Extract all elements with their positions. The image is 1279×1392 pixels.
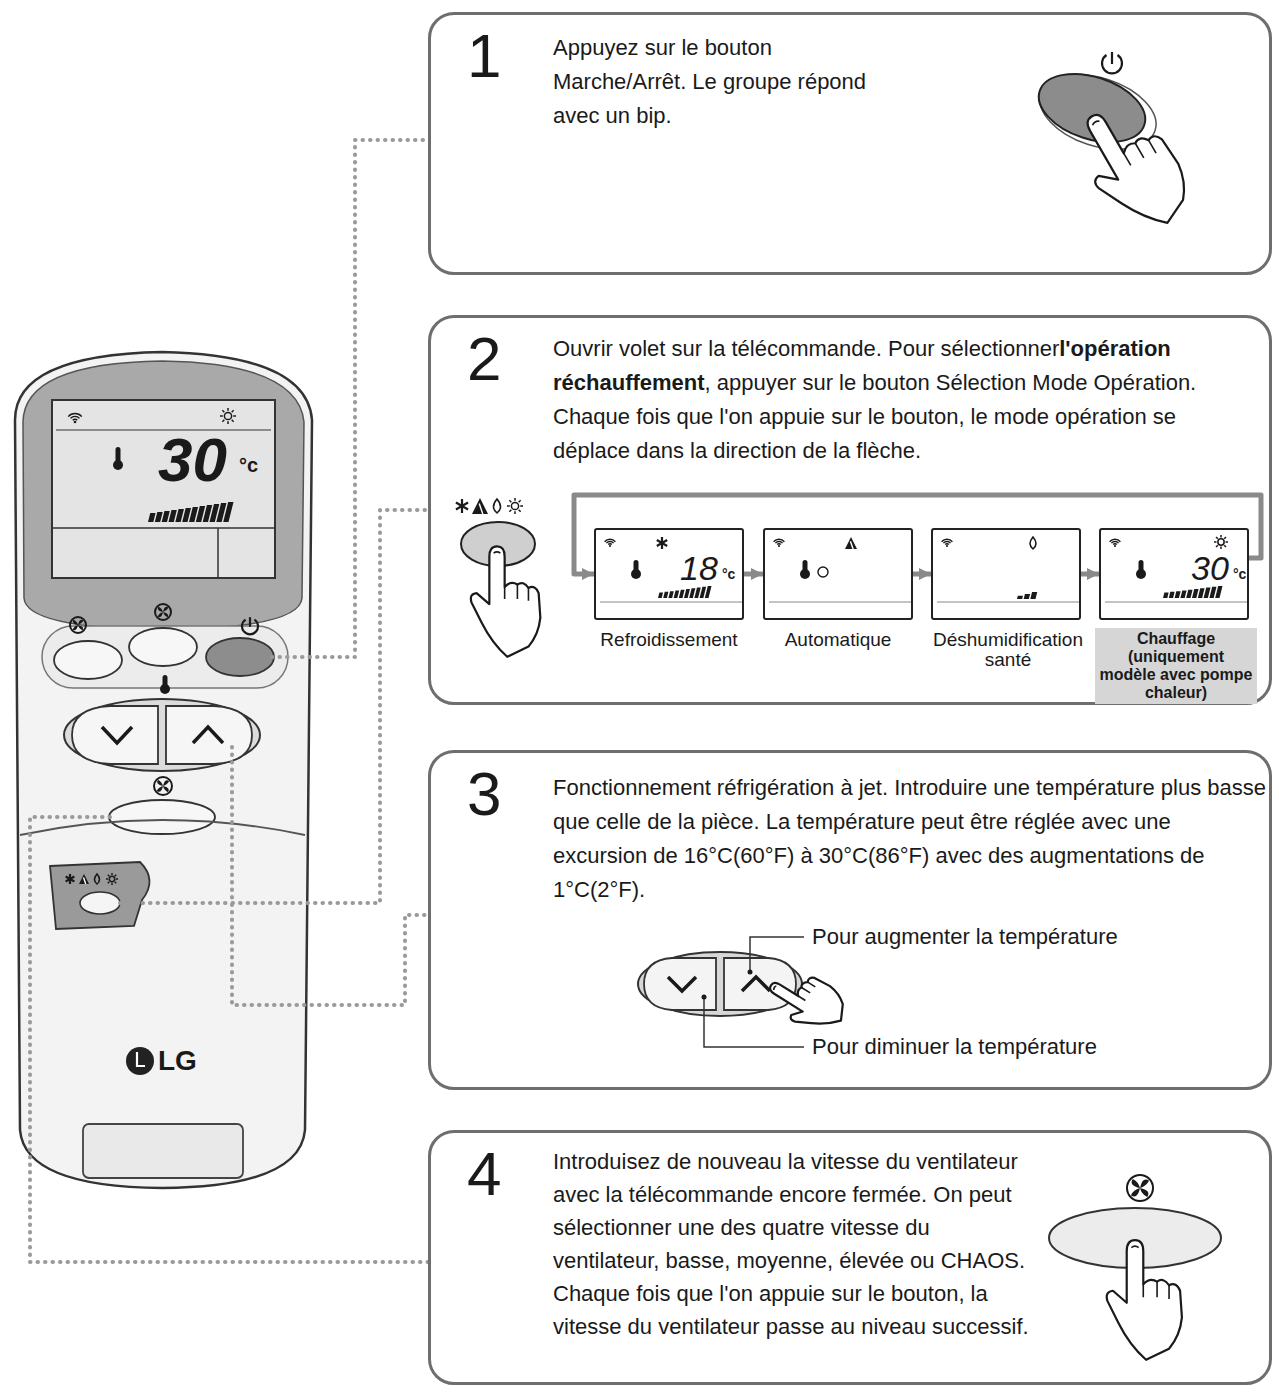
brand-logo: LG — [158, 1046, 197, 1076]
leader-line — [120, 510, 428, 903]
flow-arrow — [574, 495, 1261, 574]
callout-label: Pour diminuer la température — [812, 1034, 1097, 1060]
fan-button-figure — [1049, 1175, 1221, 1360]
temperature-unit: °c — [722, 566, 735, 582]
leader-line — [232, 747, 428, 1005]
power-button-figure — [1030, 52, 1201, 244]
flow-arrow — [1081, 572, 1099, 577]
step-box: 4 Introduisez de nouveau la vitesse du ve… — [428, 1130, 1272, 1385]
lcd-icons — [765, 530, 915, 622]
lcd-temperature: 18 — [680, 550, 718, 586]
step-number: 2 — [467, 326, 501, 392]
temperature-unit: °c — [239, 454, 258, 476]
lcd-display: 30°cChauffage (uniquement modèle avec po… — [1099, 528, 1249, 620]
lcd-display: 18°cRefroidissement — [594, 528, 744, 620]
step-paragraph: Ouvrir volet sur la télécommande. Pour s… — [553, 332, 1258, 468]
step-text: Appuyez sur le bouton Marche/Arrêt. Le g… — [553, 31, 873, 133]
step-text: Fonctionnement réfrigération à jet. Intr… — [553, 771, 1268, 907]
mode-name: Déshumidification santé — [920, 630, 1096, 670]
leader-line — [30, 817, 428, 1262]
remote-control: 30 °cLG — [15, 352, 313, 1188]
mode-button-figure — [456, 498, 540, 657]
step-box: 2 Ouvrir volet sur la télécommande. Pour … — [428, 315, 1272, 705]
step-text: Ouvrir volet sur la télécommande. Pour s… — [553, 336, 1059, 361]
leader-line — [272, 140, 428, 657]
flow-arrow — [913, 572, 931, 577]
remote-control — [15, 352, 312, 1188]
mode-name-highlight: Chauffage (uniquement modèle avec pompe … — [1095, 628, 1257, 704]
step-number: 3 — [467, 761, 501, 827]
temperature-buttons-figure — [638, 937, 853, 1047]
lcd-temperature: 30 — [1191, 550, 1229, 586]
mode-name: Refroidissement — [584, 630, 754, 650]
mode-name: Automatique — [753, 630, 923, 650]
step-number: 1 — [467, 23, 501, 89]
lcd-temperature: 30 — [158, 428, 227, 492]
lcd-display: Déshumidification santé — [931, 528, 1081, 620]
lcd-icons — [933, 530, 1083, 622]
step-box: 1 Appuyez sur le bouton Marche/Arrêt. Le … — [428, 12, 1272, 275]
step-number: 4 — [467, 1141, 501, 1207]
temperature-unit: °c — [1233, 566, 1246, 582]
callout-label: Pour augmenter la température — [812, 924, 1118, 950]
step-text: Introduisez de nouveau la vitesse du ven… — [553, 1145, 1035, 1343]
flow-arrow — [744, 572, 763, 577]
lcd-display: Automatique — [763, 528, 913, 620]
